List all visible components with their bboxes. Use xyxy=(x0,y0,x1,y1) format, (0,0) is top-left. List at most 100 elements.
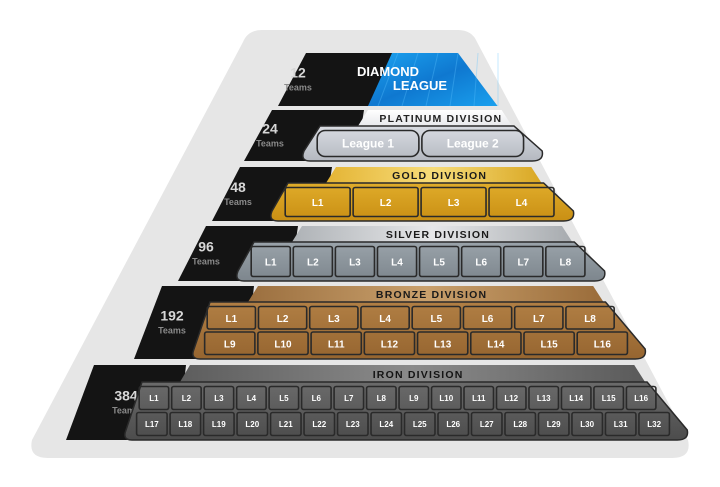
league-cell[interactable] xyxy=(418,245,460,278)
league-cell[interactable] xyxy=(202,411,235,437)
team-count: 12 xyxy=(290,65,306,81)
league-label: L5 xyxy=(430,314,442,325)
league-cell[interactable] xyxy=(411,305,462,330)
league-cell[interactable] xyxy=(460,245,502,278)
league-cell[interactable] xyxy=(370,411,403,437)
league-label: L3 xyxy=(214,394,224,403)
league-cell[interactable] xyxy=(604,411,637,437)
league-cell[interactable] xyxy=(576,331,629,356)
league-cell[interactable] xyxy=(523,331,576,356)
team-count: 384 xyxy=(114,388,138,404)
league-label: L32 xyxy=(647,420,661,429)
division-banner xyxy=(292,226,573,242)
diamond-facet xyxy=(401,52,419,107)
teams-label: Teams xyxy=(158,326,186,336)
league-cell[interactable] xyxy=(495,385,527,411)
league-cell[interactable] xyxy=(488,186,555,218)
league-label: L3 xyxy=(448,198,460,209)
league-label: L14 xyxy=(569,394,583,403)
league-cell[interactable] xyxy=(560,385,592,411)
league-cell[interactable] xyxy=(403,411,436,437)
league-label: L7 xyxy=(517,258,529,269)
league-cell[interactable] xyxy=(352,186,419,218)
league-cell[interactable] xyxy=(292,245,334,278)
league-label: L13 xyxy=(434,339,452,350)
league-cell[interactable] xyxy=(638,411,671,437)
league-cell[interactable] xyxy=(513,305,564,330)
league-cell[interactable] xyxy=(545,245,586,278)
diamond-facet xyxy=(473,52,479,107)
division-banner xyxy=(358,110,512,126)
league-cell[interactable] xyxy=(360,305,410,330)
league-cell[interactable] xyxy=(203,331,256,356)
league-cell[interactable] xyxy=(504,411,537,437)
league-cell[interactable] xyxy=(365,385,397,411)
league-cell[interactable] xyxy=(462,305,513,330)
league-label: L29 xyxy=(547,420,561,429)
division-banner xyxy=(326,167,542,183)
league-cell[interactable] xyxy=(470,411,503,437)
league-cell[interactable] xyxy=(284,186,351,218)
league-cell[interactable] xyxy=(363,331,416,356)
league-cell[interactable] xyxy=(333,385,365,411)
league-cell[interactable] xyxy=(502,245,544,278)
league-cell[interactable] xyxy=(334,245,376,278)
teams-label: Teams xyxy=(192,257,220,267)
league-cell[interactable] xyxy=(625,385,657,411)
league-cell[interactable] xyxy=(376,245,418,278)
league-label: L26 xyxy=(446,420,460,429)
league-cell[interactable] xyxy=(169,411,202,437)
league-cell[interactable] xyxy=(310,331,363,356)
league-cell[interactable] xyxy=(268,385,300,411)
league-cell[interactable] xyxy=(206,305,257,330)
league-cell[interactable] xyxy=(135,411,168,437)
league-cell[interactable] xyxy=(257,305,308,330)
league-label: L4 xyxy=(247,394,257,403)
league-label: L14 xyxy=(487,339,505,350)
league-cell[interactable] xyxy=(416,331,469,356)
division-title: GOLD DIVISION xyxy=(392,170,487,182)
league-cell[interactable] xyxy=(398,385,430,411)
league-label: L2 xyxy=(307,258,319,269)
league-cell[interactable] xyxy=(463,385,495,411)
league-cell[interactable] xyxy=(336,411,369,437)
league-label: L19 xyxy=(212,420,226,429)
league-cell[interactable] xyxy=(170,385,202,411)
league-cell[interactable] xyxy=(528,385,560,411)
league-label: L1 xyxy=(149,394,159,403)
league-cell[interactable] xyxy=(420,186,487,218)
league-cell[interactable] xyxy=(565,305,615,330)
team-count: 48 xyxy=(230,179,246,195)
league-cell[interactable] xyxy=(257,331,309,356)
league-label: L28 xyxy=(513,420,527,429)
league-label: L24 xyxy=(379,420,393,429)
league-label: L17 xyxy=(145,420,159,429)
league-cell[interactable] xyxy=(469,331,522,356)
league-cell[interactable] xyxy=(250,245,292,278)
league-cell[interactable] xyxy=(235,385,267,411)
diamond-facet xyxy=(425,52,439,107)
division-title: IRON DIVISION xyxy=(373,369,464,381)
league-cell[interactable] xyxy=(203,385,235,411)
league-cell[interactable] xyxy=(308,305,359,330)
league-label: L30 xyxy=(580,420,594,429)
league-cell[interactable] xyxy=(303,411,336,437)
league-cell[interactable] xyxy=(593,385,625,411)
league-cell[interactable] xyxy=(571,411,604,437)
league-cell[interactable] xyxy=(269,411,302,437)
league-cell[interactable] xyxy=(430,385,462,411)
league-cell[interactable] xyxy=(421,129,525,158)
league-cell[interactable] xyxy=(138,385,170,411)
league-label: L1 xyxy=(312,198,324,209)
league-cell[interactable] xyxy=(537,411,570,437)
league-cell[interactable] xyxy=(437,411,470,437)
league-cell[interactable] xyxy=(316,129,420,158)
league-cell[interactable] xyxy=(300,385,332,411)
league-cell[interactable] xyxy=(236,411,269,437)
league-label: League 2 xyxy=(447,137,499,151)
league-label: L20 xyxy=(245,420,259,429)
